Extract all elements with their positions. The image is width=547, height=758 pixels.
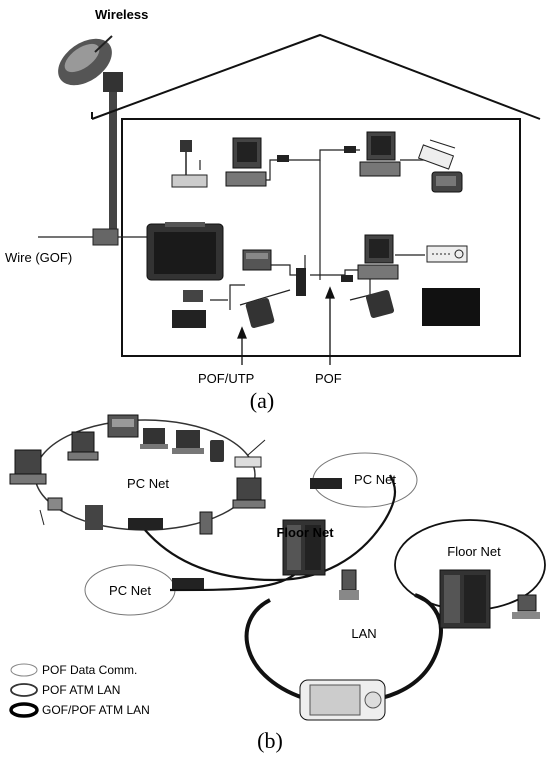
pc-net-left-label: PC Net [109,583,151,598]
mainframe-icon [300,680,385,720]
wire-gof-label: Wire (GOF) [5,250,72,265]
stereo-icon [172,175,207,187]
telephone-icon [210,440,224,462]
workstation-icon [339,570,359,600]
computer-icon [68,432,98,460]
pof-label: POF [315,371,342,386]
server-rack-icon [440,570,490,628]
wireless-label: Wireless [95,7,148,22]
legend-label-pof-atm: POF ATM LAN [42,683,120,697]
lan-label: LAN [351,626,376,641]
adapter-icon [277,155,289,162]
wall-gateway-icon [93,229,118,245]
adapter-icon [341,275,353,282]
legend-label-gof-pof-atm: GOF/POF ATM LAN [42,703,150,717]
caption-a: (a) [250,388,274,413]
hub-icon [128,518,163,530]
adapter-icon [344,146,356,153]
audio-receiver-icon [427,246,467,262]
handheld-device-icon [200,512,212,534]
computer-icon [233,478,265,508]
floor-net-right-label: Floor Net [447,544,501,559]
pc-net-main-label: PC Net [127,476,169,491]
laptop-icon [172,430,204,454]
hub-icon [172,578,204,589]
caption-b: (b) [257,728,283,753]
hub-icon [296,268,306,296]
laptop-icon [85,505,103,530]
pof-utp-label: POF/UTP [198,371,254,386]
display-panel-icon [422,288,480,326]
computer-icon [10,450,46,484]
hub-icon [310,478,342,489]
inkjet-printer-icon [432,172,462,192]
television-icon [147,222,223,280]
laptop-icon [140,428,168,449]
legend-label-pof-data: POF Data Comm. [42,663,137,677]
printer-icon [108,415,138,437]
pc-net-right-label: PC Net [354,472,396,487]
floor-net-center-label: Floor Net [276,525,334,540]
fax-machine-icon [243,250,271,270]
